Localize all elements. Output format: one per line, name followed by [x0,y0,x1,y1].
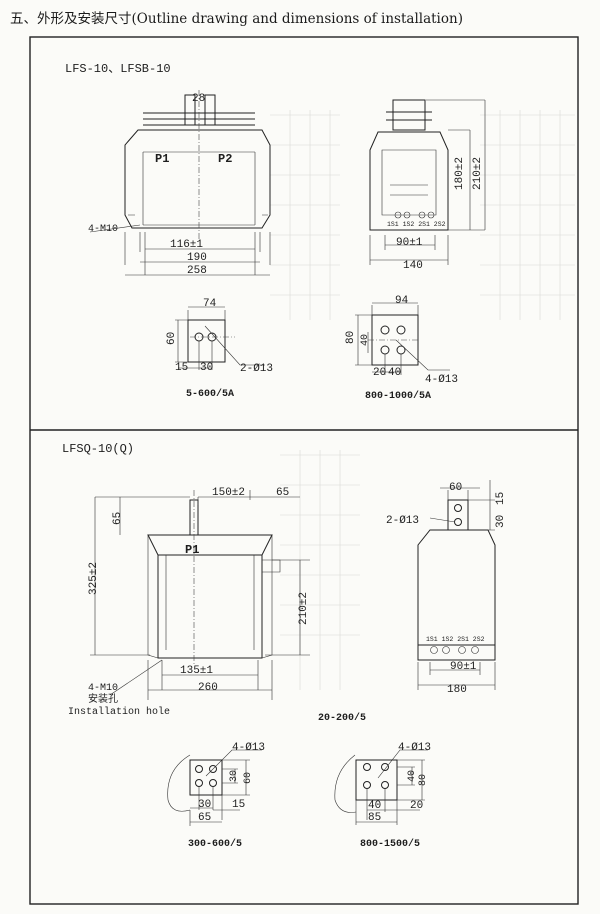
terminal-p2: P2 [218,152,232,166]
plate-800-1500 [334,749,428,825]
terminal-labels: 1S1 1S2 2S1 2S2 [387,221,446,228]
caption-800-1000: 800-1000/5A [365,390,431,402]
dim-65-vertical: 65 [112,512,124,525]
holes-4-d13: 4-Ø13 [425,374,458,386]
holes-2-d13: 2-Ø13 [240,363,273,375]
dim-90: 90±1 [396,237,423,249]
terminal-labels: 1S1 1S2 2S1 2S2 [426,636,485,643]
dim-40-horizontal: 40 [388,367,401,379]
dim-180: 180 [447,684,467,696]
dim-40-vertical: 40 [407,770,418,782]
dim-60: 60 [243,772,254,784]
plate-5-600 [175,306,265,370]
dim-260: 260 [198,682,218,694]
holes-4-d13: 4-Ø13 [232,742,265,754]
bolt-label-cn: 安装孔 [88,692,118,706]
bolt-label: 4-M10 [88,683,118,694]
dim-65: 65 [276,487,289,499]
holes-4-d13: 4-Ø13 [398,742,431,754]
caption-20-200: 20-200/5 [318,712,366,724]
plate-300-600 [167,749,262,826]
dim-325: 325±2 [88,562,100,595]
dim-80: 80 [345,331,357,344]
dim-258: 258 [187,265,207,277]
caption-5-600: 5-600/5A [186,388,234,400]
terminal-p1: P1 [185,543,199,557]
dim-74: 74 [203,298,217,310]
dim-40-horizontal: 40 [368,800,381,812]
terminal-p1: P1 [155,152,169,166]
dim-180: 180±2 [454,157,466,190]
dim-85: 85 [368,812,381,824]
dim-30: 30 [200,362,213,374]
dim-15: 15 [232,799,245,811]
dim-94: 94 [395,295,409,307]
dim-135: 135±1 [180,665,213,677]
dim-15: 15 [495,492,507,505]
dim-210: 210±2 [472,157,484,190]
dim-210: 210±2 [298,592,310,625]
caption-300-600: 300-600/5 [188,838,242,850]
holes-2-d13: 2-Ø13 [386,515,419,527]
dim-20: 20 [410,800,423,812]
page-title: 五、外形及安装尺寸(Outline drawing and dimensions… [10,11,463,27]
dim-20: 20 [373,367,386,379]
dim-40-vertical: 40 [360,334,371,346]
dim-150: 150±2 [212,487,245,499]
dim-30: 30 [495,515,507,528]
dim-80: 80 [418,774,429,786]
dim-116: 116±1 [170,239,203,251]
plate-800-1000 [355,302,450,375]
dim-60: 60 [449,482,462,494]
section1-model: LFS-10、LFSB-10 [65,62,171,76]
bolt-label: 4-M10 [88,224,118,235]
dim-65: 65 [198,812,211,824]
outer-frame [29,36,579,905]
dim-60: 60 [166,332,178,345]
section2-model: LFSQ-10(Q) [62,442,134,456]
lfsq-side-view [417,480,496,690]
dim-90: 90±1 [450,661,477,673]
dim-30-horizontal: 30 [198,799,211,811]
lfsq-front-view [90,490,310,700]
dim-190: 190 [187,252,207,264]
bolt-label-en: Installation hole [68,706,170,718]
caption-800-1500: 800-1500/5 [360,838,420,850]
dim-30-vertical: 30 [229,770,240,782]
lfs-side-view [369,99,486,265]
dim-140: 140 [403,260,423,272]
lfs-front-view [89,90,271,276]
dim-28: 28 [192,93,205,105]
dim-15: 15 [175,362,188,374]
